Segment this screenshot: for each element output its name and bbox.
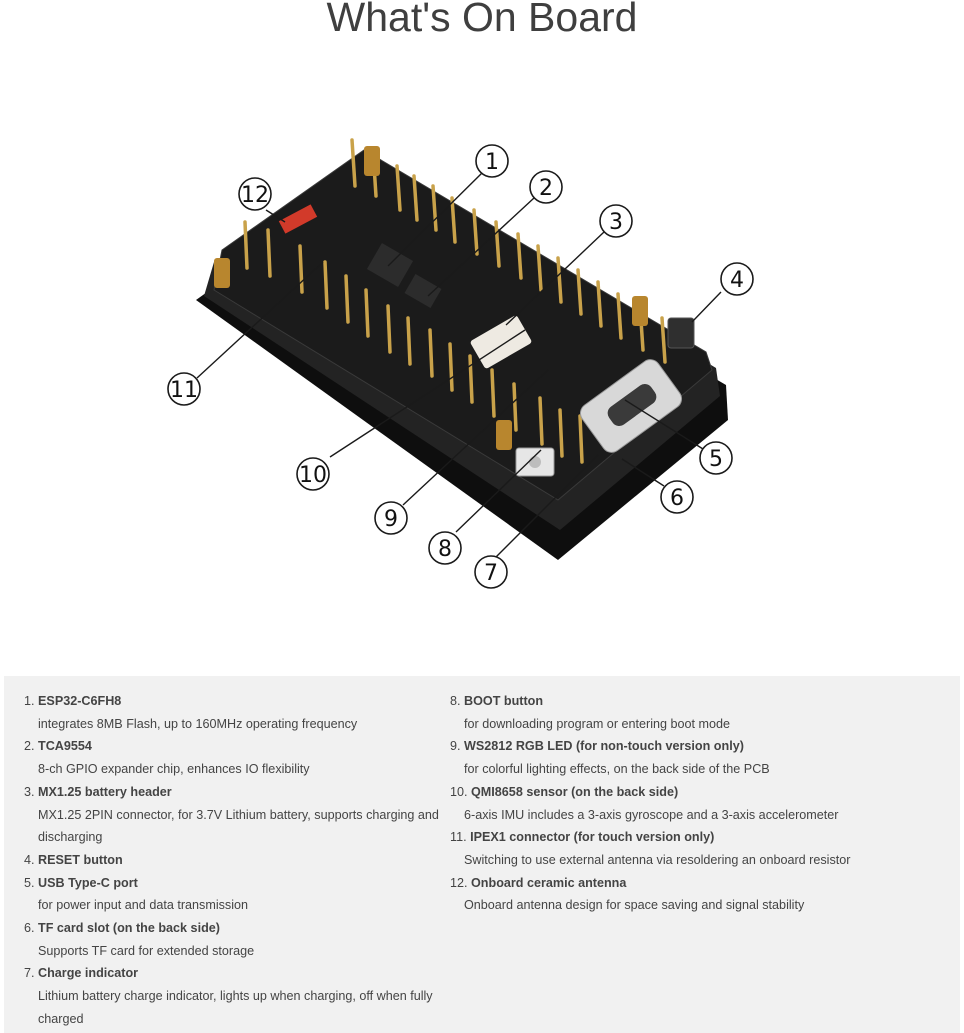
callout-1: 1: [475, 144, 509, 178]
leader-lines: [196, 171, 722, 558]
svg-text:3: 3: [609, 210, 623, 235]
standoff: [632, 296, 648, 326]
callout-8: 8: [428, 531, 462, 565]
feature-item-11: 11. IPEX1 connector (for touch version o…: [450, 830, 851, 867]
feature-item-3: 3. MX1.25 battery header MX1.25 2PIN con…: [24, 784, 439, 845]
svg-text:8: 8: [438, 537, 452, 562]
svg-text:11: 11: [170, 378, 198, 403]
svg-text:9: 9: [384, 507, 398, 532]
feature-list-left: 1. ESP32-C6FH8 integrates 8MB Flash, up …: [24, 690, 444, 1031]
svg-text:10: 10: [299, 463, 327, 488]
callout-9: 9: [374, 501, 408, 535]
feature-item-9: 9. WS2812 RGB LED (for non-touch version…: [450, 739, 770, 777]
callout-2: 2: [529, 170, 563, 204]
callout-10: 10: [296, 457, 330, 491]
callout-7: 7: [474, 555, 508, 589]
svg-text:7: 7: [484, 561, 498, 586]
board-photo: 1 2 3 4 5 6 7 8 9 10 11 12: [167, 138, 754, 589]
svg-text:1: 1: [485, 150, 499, 175]
feature-list-right: 8. BOOT button for downloading program o…: [450, 690, 950, 917]
feature-item-6: 6. TF card slot (on the back side) Suppo…: [24, 921, 255, 958]
page-title: What's On Board: [326, 0, 638, 40]
standoff: [214, 258, 230, 288]
svg-text:2: 2: [539, 176, 553, 201]
tca9554-chip: [404, 273, 442, 309]
feature-item-12: 12. Onboard ceramic antenna Onboard ante…: [450, 875, 805, 913]
feature-item-1: 1. ESP32-C6FH8 integrates 8MB Flash, up …: [24, 694, 358, 731]
reset-button: [667, 317, 695, 349]
callout-12: 12: [238, 177, 272, 211]
feature-item-5: 5. USB Type-C port for power input and d…: [24, 875, 249, 913]
feature-item-2: 2. TCA9554 8-ch GPIO expander chip, enha…: [24, 739, 310, 777]
standoff: [496, 420, 512, 450]
standoff: [364, 146, 380, 176]
ceramic-antenna: [278, 204, 318, 234]
feature-item-7: 7. Charge indicator Lithium battery char…: [24, 966, 433, 1026]
feature-item-4: 4. RESET button: [24, 852, 123, 867]
callout-5: 5: [699, 441, 733, 475]
callout-4: 4: [720, 262, 754, 296]
svg-text:5: 5: [709, 447, 723, 472]
pin-header-bottom: [243, 220, 584, 464]
callout-6: 6: [660, 480, 694, 514]
svg-text:6: 6: [670, 486, 684, 511]
feature-list-panel: 1. ESP32-C6FH8 integrates 8MB Flash, up …: [4, 676, 960, 1033]
feature-item-10: 10. QMI8658 sensor (on the back side) 6-…: [450, 784, 839, 822]
svg-text:4: 4: [730, 268, 744, 293]
pin-header-top: [350, 138, 667, 364]
callout-3: 3: [599, 204, 633, 238]
feature-item-8: 8. BOOT button for downloading program o…: [450, 694, 731, 731]
callout-11: 11: [167, 372, 201, 406]
svg-text:12: 12: [241, 183, 269, 208]
